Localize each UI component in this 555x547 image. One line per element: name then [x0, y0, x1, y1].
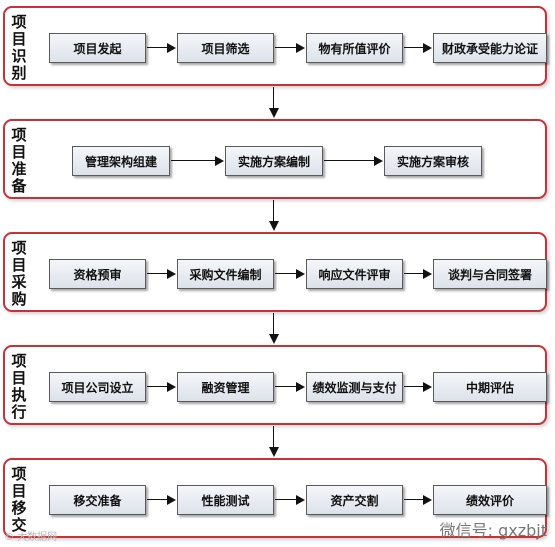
step-box: 性能测试 — [177, 485, 274, 515]
step-box: 移交准备 — [49, 485, 146, 515]
flow-arrow — [404, 43, 432, 53]
step-box: 财政承受能力论证 — [433, 33, 547, 63]
stage-label: 项目移交 — [11, 465, 27, 534]
flow-arrow — [275, 495, 305, 505]
step-box: 谈判与合同签署 — [433, 259, 547, 289]
flow-arrow — [275, 269, 305, 279]
step-box: 采购文件编制 — [177, 259, 274, 289]
flow-arrow — [404, 495, 432, 505]
stage-transition-arrow — [269, 200, 279, 231]
step-box: 项目公司设立 — [49, 372, 146, 402]
step-box: 绩效评价 — [433, 485, 547, 515]
step-box: 项目筛选 — [177, 33, 274, 63]
flow-arrow — [147, 43, 176, 53]
stage-label: 项目执行 — [11, 352, 27, 421]
stage-transition-arrow — [269, 426, 279, 457]
step-box: 绩效监测与支付 — [306, 372, 403, 402]
step-box: 管理架构组建 — [72, 146, 170, 176]
flow-arrow — [275, 43, 305, 53]
wechat-watermark: 微信号: gxzbjt — [439, 521, 547, 540]
step-box: 响应文件评审 — [306, 259, 403, 289]
flow-arrow — [147, 495, 176, 505]
flow-arrow — [147, 382, 176, 392]
step-box: 资产交割 — [306, 485, 403, 515]
stage-label: 项目采购 — [11, 239, 27, 308]
flow-arrow — [147, 269, 176, 279]
logo-watermark: © 大数据网 — [4, 532, 58, 543]
step-box: 中期评估 — [433, 372, 547, 402]
stage-transition-arrow — [269, 87, 279, 118]
step-box: 实施方案审核 — [384, 146, 482, 176]
flow-arrow — [171, 156, 224, 166]
flow-arrow — [324, 156, 383, 166]
stage-5: 项目移交 移交准备 性能测试 资产交割绩效评价 — [3, 458, 547, 538]
flow-arrow — [404, 382, 432, 392]
stage-3: 项目采购 资格预审 采购文件编制 响应文件评审谈判与合同签署 — [3, 232, 547, 312]
stage-label: 项目识别 — [11, 13, 27, 82]
step-box: 物有所值评价 — [306, 33, 403, 63]
step-box: 资格预审 — [49, 259, 146, 289]
flow-arrow — [275, 382, 305, 392]
step-box: 融资管理 — [177, 372, 274, 402]
stage-1: 项目识别 项目发起 项目筛选 物有所值评价财政承受能力论证 — [3, 6, 547, 86]
stage-4: 项目执行 项目公司设立 融资管理 绩效监测与支付中期评估 — [3, 345, 547, 425]
step-box: 实施方案编制 — [225, 146, 323, 176]
stage-2: 项目准备 管理架构组建 实施方案编制 实施方案审核 — [3, 119, 547, 199]
stage-transition-arrow — [269, 313, 279, 344]
flow-arrow — [404, 269, 432, 279]
stage-label: 项目准备 — [11, 126, 27, 195]
step-box: 项目发起 — [49, 33, 146, 63]
